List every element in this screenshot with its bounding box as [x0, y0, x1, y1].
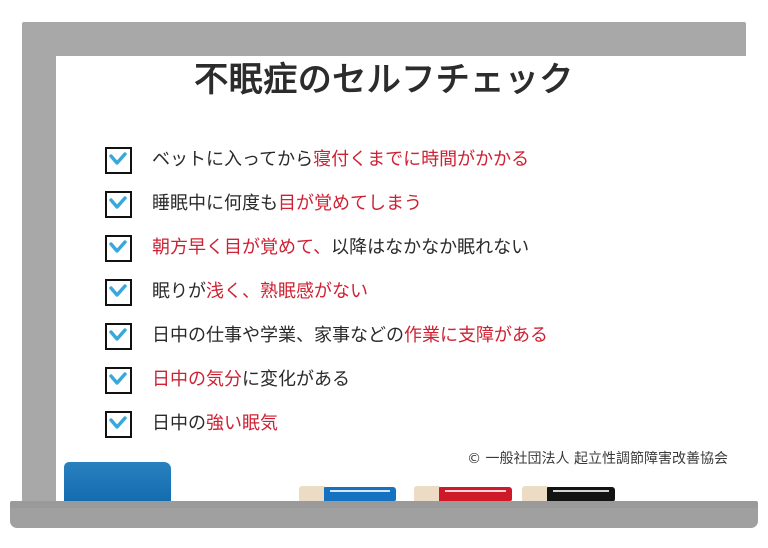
- check-icon: [109, 151, 127, 165]
- checklist-item-label: 睡眠中に何度も目が覚めてしまう: [152, 191, 422, 217]
- checkbox-6[interactable]: [105, 366, 132, 394]
- checklist-item-label: 眠りが浅く、熟眠感がない: [152, 279, 368, 305]
- checkbox-4[interactable]: [105, 278, 132, 306]
- marker-cap-icon: [522, 486, 548, 503]
- label-segment: 目が覚めてしまう: [278, 193, 422, 214]
- checklist-item-label: ベットに入ってから寝付くまでに時間がかかる: [152, 147, 529, 173]
- whiteboard-eraser-highlight: [64, 462, 171, 504]
- label-segment: 睡眠中に何度も: [152, 193, 278, 214]
- whiteboard-frame: [22, 22, 756, 514]
- label-segment: 日中の仕事や学業、家事などの: [152, 325, 404, 346]
- checklist-item[interactable]: 眠りが浅く、熟眠感がない: [105, 270, 725, 314]
- checklist-item[interactable]: 日中の仕事や学業、家事などの作業に支障がある: [105, 314, 725, 358]
- marker-black: [522, 486, 616, 503]
- marker-cap-icon: [299, 486, 325, 503]
- label-segment: 眠りが: [152, 281, 206, 302]
- checklist-item-label: 日中の仕事や学業、家事などの作業に支障がある: [152, 323, 548, 349]
- check-icon: [109, 195, 127, 209]
- checklist-item[interactable]: 朝方早く目が覚めて、以降はなかなか眠れない: [105, 226, 725, 270]
- checkbox-7[interactable]: [105, 410, 132, 438]
- label-segment: 以降はなかなか眠れない: [331, 237, 530, 258]
- whiteboard-tray-lip: [10, 501, 758, 508]
- label-segment: 浅く、熟眠感がない: [206, 281, 368, 302]
- check-icon: [109, 371, 127, 385]
- checkbox-1[interactable]: [105, 146, 132, 174]
- check-icon: [109, 327, 127, 341]
- check-icon: [109, 415, 127, 429]
- checklist: ベットに入ってから寝付くまでに時間がかかる睡眠中に何度も目が覚めてしまう朝方早く…: [105, 138, 725, 446]
- checkbox-3[interactable]: [105, 234, 132, 262]
- checklist-item[interactable]: 睡眠中に何度も目が覚めてしまう: [105, 182, 725, 226]
- label-segment: ベットに入ってから: [152, 149, 314, 170]
- check-icon: [109, 283, 127, 297]
- marker-gloss: [553, 490, 609, 492]
- checklist-item[interactable]: 日中の気分に変化がある: [105, 358, 725, 402]
- checkbox-2[interactable]: [105, 190, 132, 218]
- label-segment: 朝方早く目が覚めて、: [152, 237, 332, 258]
- whiteboard-eraser: [64, 462, 171, 504]
- page-title: 不眠症のセルフチェック: [194, 60, 574, 100]
- copyright-notice: © 一般社団法人 起立性調節障害改善協会: [467, 451, 728, 467]
- label-segment: 作業に支障がある: [404, 325, 548, 346]
- checklist-item[interactable]: ベットに入ってから寝付くまでに時間がかかる: [105, 138, 725, 182]
- label-segment: 日中の気分: [152, 369, 242, 390]
- marker-cap-icon: [414, 486, 440, 503]
- check-icon: [109, 239, 127, 253]
- label-segment: 寝付くまでに時間がかかる: [313, 149, 530, 170]
- marker-blue: [299, 486, 397, 503]
- marker-gloss: [445, 490, 506, 492]
- whiteboard-surface: [56, 56, 756, 514]
- label-segment: 強い眠気: [206, 413, 278, 434]
- checklist-item-label: 日中の強い眠気: [152, 411, 278, 437]
- checkbox-5[interactable]: [105, 322, 132, 350]
- marker-red: [414, 486, 513, 503]
- label-segment: に変化がある: [242, 369, 350, 390]
- checklist-item-label: 日中の気分に変化がある: [152, 367, 350, 393]
- marker-gloss: [330, 490, 390, 492]
- checklist-item[interactable]: 日中の強い眠気: [105, 402, 725, 446]
- checklist-item-label: 朝方早く目が覚めて、以降はなかなか眠れない: [152, 235, 529, 261]
- label-segment: 日中の: [152, 413, 206, 434]
